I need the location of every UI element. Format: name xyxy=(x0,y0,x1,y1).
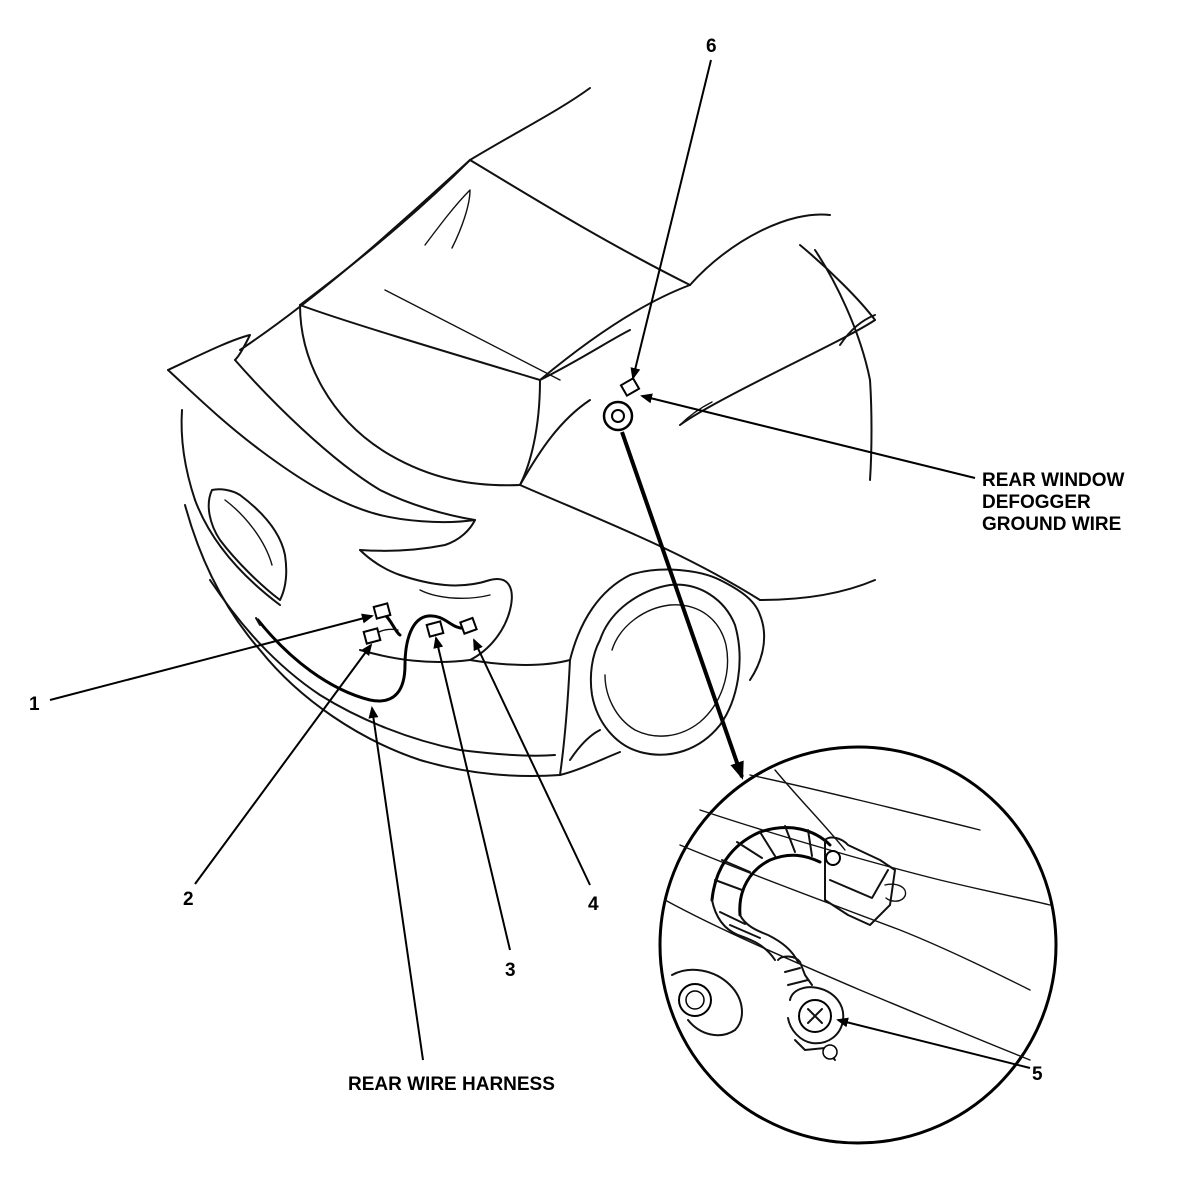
leader-line-ground-wire xyxy=(640,393,976,479)
connector-2-shape xyxy=(362,627,382,645)
ground-wire-label-line-2: DEFOGGER xyxy=(982,492,1091,513)
leader-line-5 xyxy=(836,1017,1031,1069)
leader-line-4 xyxy=(473,638,591,886)
leader-line-harness xyxy=(368,706,424,1061)
detail-view-pointer xyxy=(620,431,744,780)
callout-number-5: 5 xyxy=(1032,1064,1043,1085)
callout-number-3: 3 xyxy=(505,960,516,981)
rear-wire-harness-label: REAR WIRE HARNESS xyxy=(348,1074,555,1095)
connector-3-shape xyxy=(425,620,445,638)
leader-line-2 xyxy=(194,643,373,885)
callout-number-6: 6 xyxy=(706,36,717,57)
callout-number-2: 2 xyxy=(183,889,194,910)
connector-6-shape xyxy=(619,376,641,398)
ground-wire-label-line-1: REAR WINDOW xyxy=(982,470,1125,491)
callout-leader-lines xyxy=(49,59,1031,1069)
leader-line-6 xyxy=(630,59,712,380)
connector-4-shape xyxy=(459,616,478,635)
car-body-illustration xyxy=(167,87,876,778)
leader-line-3 xyxy=(433,636,511,951)
callout-number-1: 1 xyxy=(29,694,40,715)
ground-wire-label-line-3: GROUND WIRE xyxy=(982,514,1121,535)
callout-number-4: 4 xyxy=(588,894,599,915)
ground-bolt-shape xyxy=(602,400,634,432)
callout-labels: 1 2 3 4 5 6 REAR WINDOW DEFOGGER GROUND … xyxy=(29,36,1125,1095)
leader-line-1 xyxy=(49,613,374,701)
ground-wire-detail-view xyxy=(658,745,1058,1145)
connector-1-shape xyxy=(372,602,392,620)
